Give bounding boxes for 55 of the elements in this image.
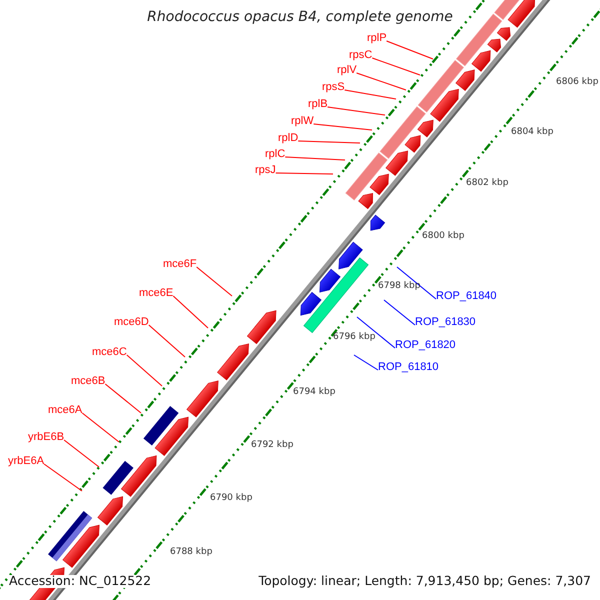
tick-label: 6794 kbp <box>293 388 336 397</box>
gene-label: rplP <box>367 33 387 44</box>
leader-line <box>354 354 378 370</box>
leader-line <box>275 172 334 174</box>
title: Rhodococcus opacus B4, complete genome <box>146 10 454 24</box>
leader-line <box>356 72 406 90</box>
leader-line <box>298 140 360 144</box>
leader-line <box>284 156 346 160</box>
tick-label: 6802 kbp <box>466 179 508 188</box>
tick-label: 6788 kbp <box>170 548 212 557</box>
gene-label: ROP_61840 <box>436 291 497 302</box>
leader-line <box>196 266 232 296</box>
leader-line <box>384 300 416 326</box>
gene-label: rpsS <box>322 82 345 93</box>
gene-label: rpsJ <box>255 165 276 176</box>
gene-label: mce6F <box>163 259 197 270</box>
tick-label: 6800 kbp <box>422 232 464 241</box>
leader-line <box>386 40 434 60</box>
leader-line <box>396 266 436 300</box>
tick-label: 6798 kbp <box>378 282 420 291</box>
gene-label: ROP_61820 <box>395 340 456 351</box>
tick-label: 6792 kbp <box>251 441 294 450</box>
gene-label: mce6D <box>114 317 149 328</box>
footer-text: Topology: linear; Length: 7,913,450 bp; Genes: 7,307 <box>258 575 591 588</box>
gene-label: rplB <box>308 99 328 110</box>
leader-line <box>172 296 208 328</box>
gene-label: yrbE6A <box>8 456 44 467</box>
tick-label: 6804 kbp <box>511 128 554 137</box>
leader-line <box>344 90 396 100</box>
gene-label: rplC <box>265 149 286 160</box>
gene-label: rplD <box>278 133 298 144</box>
gene-label: ROP_61830 <box>415 317 476 328</box>
tick-label: 6790 kbp <box>210 494 252 503</box>
gene-label: mce6E <box>139 288 174 299</box>
gene-label: rplW <box>291 116 314 127</box>
tick-label: 6796 kbp <box>333 333 376 342</box>
tick-label: 6806 kbp <box>556 78 598 87</box>
leader-line <box>148 324 186 358</box>
gene-label: yrbE6B <box>28 432 64 443</box>
footer-text: Accession: NC_012522 <box>9 575 152 588</box>
leader-line <box>64 440 100 468</box>
gene-label: mce6B <box>71 376 106 387</box>
gene-label: ROP_61810 <box>378 362 439 373</box>
gene-label: rpsC <box>349 50 372 61</box>
leader-line <box>313 124 372 130</box>
gene-label: mce6A <box>48 405 82 416</box>
leader-line <box>44 464 82 492</box>
leader-line <box>82 412 120 442</box>
leader-line <box>327 106 386 116</box>
leader-line <box>104 384 142 414</box>
leader-line <box>356 316 396 348</box>
gene-label: mce6C <box>92 347 127 358</box>
leader-line <box>126 354 162 386</box>
leader-line <box>372 58 420 76</box>
gene-label: rplV <box>337 65 357 76</box>
